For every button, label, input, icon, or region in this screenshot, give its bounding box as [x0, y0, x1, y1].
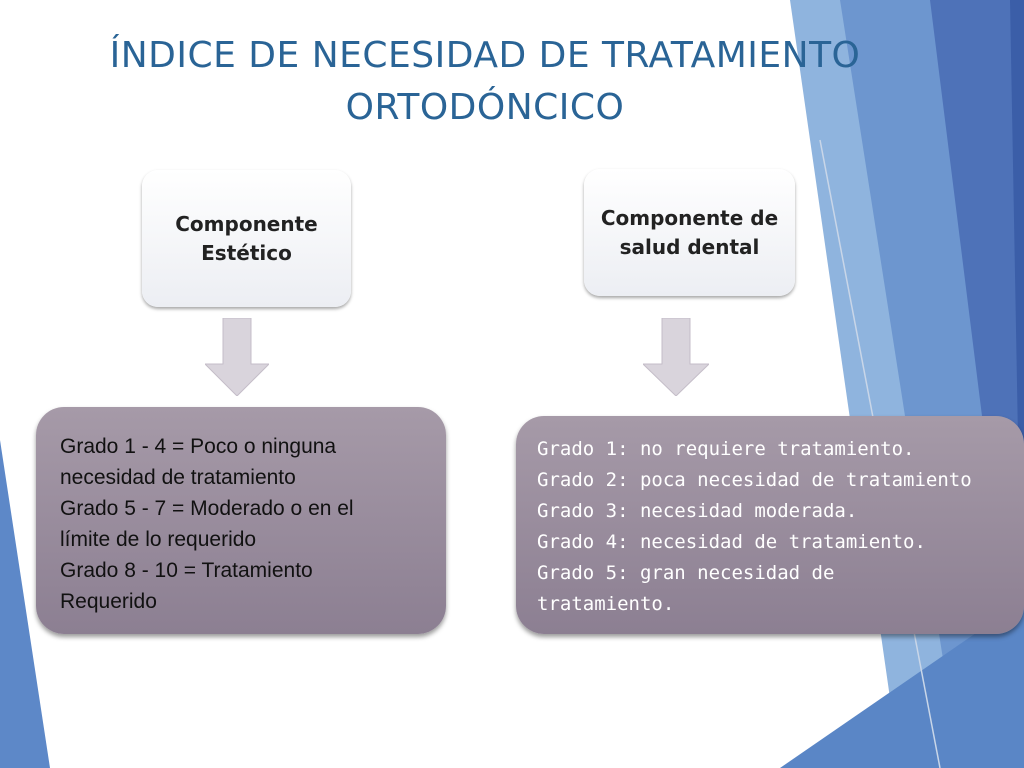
- aesthetic-component-box: Componente Estético: [142, 170, 351, 307]
- slide-title-line-1: ÍNDICE DE NECESIDAD DE TRATAMIENTO: [109, 35, 861, 76]
- dental-health-grade-line: Grado 3: necesidad moderada.: [537, 500, 858, 522]
- dental-health-grade-line: Grado 4: necesidad de tratamiento.: [537, 531, 926, 553]
- deco-shape-right-strip: [1010, 0, 1024, 768]
- dental-health-component-label: Componente de salud dental: [600, 205, 779, 259]
- dental-health-grades-box: Grado 1: no requiere tratamiento. Grado …: [516, 416, 1024, 634]
- dental-health-grade-line: Grado 1: no requiere tratamiento.: [537, 438, 915, 460]
- slide-title: ÍNDICE DE NECESIDAD DE TRATAMIENTO ORTOD…: [40, 30, 930, 134]
- aesthetic-grade-line: Grado 5 - 7 = Moderado o en el: [60, 497, 354, 520]
- down-arrow-icon: [643, 318, 709, 396]
- dental-health-component-box: Componente de salud dental: [584, 169, 795, 296]
- aesthetic-grade-line: Grado 1 - 4 = Poco o ninguna: [60, 435, 337, 458]
- dental-health-grade-line: Grado 2: poca necesidad de tratamiento: [537, 469, 972, 491]
- aesthetic-grade-line: Requerido: [60, 590, 157, 613]
- aesthetic-grades-box: Grado 1 - 4 = Poco o ninguna necesidad d…: [36, 407, 446, 634]
- dental-health-grade-line: tratamiento.: [537, 593, 675, 615]
- aesthetic-component-label: Componente Estético: [175, 211, 318, 265]
- aesthetic-grade-line: Grado 8 - 10 = Tratamiento: [60, 559, 313, 582]
- deco-shape-right-dark: [930, 0, 1024, 768]
- aesthetic-grade-line: necesidad de tratamiento: [60, 466, 296, 489]
- dental-health-grade-line: Grado 5: gran necesidad de: [537, 562, 835, 584]
- slide-title-line-2: ORTODÓNCICO: [345, 87, 625, 128]
- down-arrow-icon: [205, 318, 269, 396]
- aesthetic-grade-line: límite de lo requerido: [60, 528, 257, 551]
